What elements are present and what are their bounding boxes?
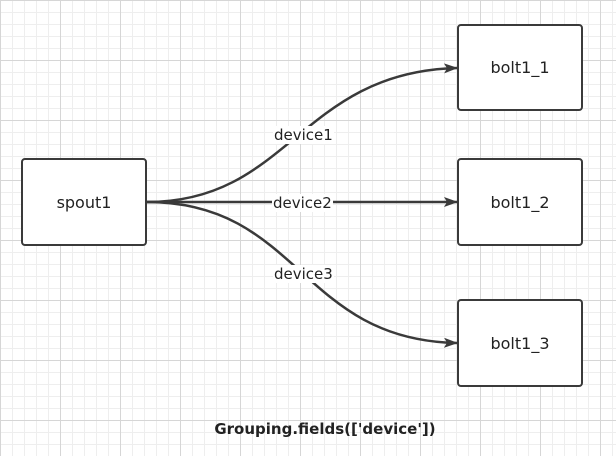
node-bolt1_3[interactable]: bolt1_3 xyxy=(457,299,583,387)
edge-label-device2: device2 xyxy=(272,194,333,212)
node-label: bolt1_1 xyxy=(490,58,550,77)
edge-label-device1: device1 xyxy=(273,126,334,144)
node-bolt1_1[interactable]: bolt1_1 xyxy=(457,24,583,111)
node-bolt1_2[interactable]: bolt1_2 xyxy=(457,158,583,246)
node-label: spout1 xyxy=(56,192,112,212)
node-spout1[interactable]: spout1 xyxy=(21,158,147,246)
node-label: bolt1_2 xyxy=(490,192,550,212)
edge-label-device3: device3 xyxy=(273,265,334,283)
node-label: bolt1_3 xyxy=(490,333,550,353)
diagram-caption: Grouping.fields(['device']) xyxy=(214,420,436,438)
